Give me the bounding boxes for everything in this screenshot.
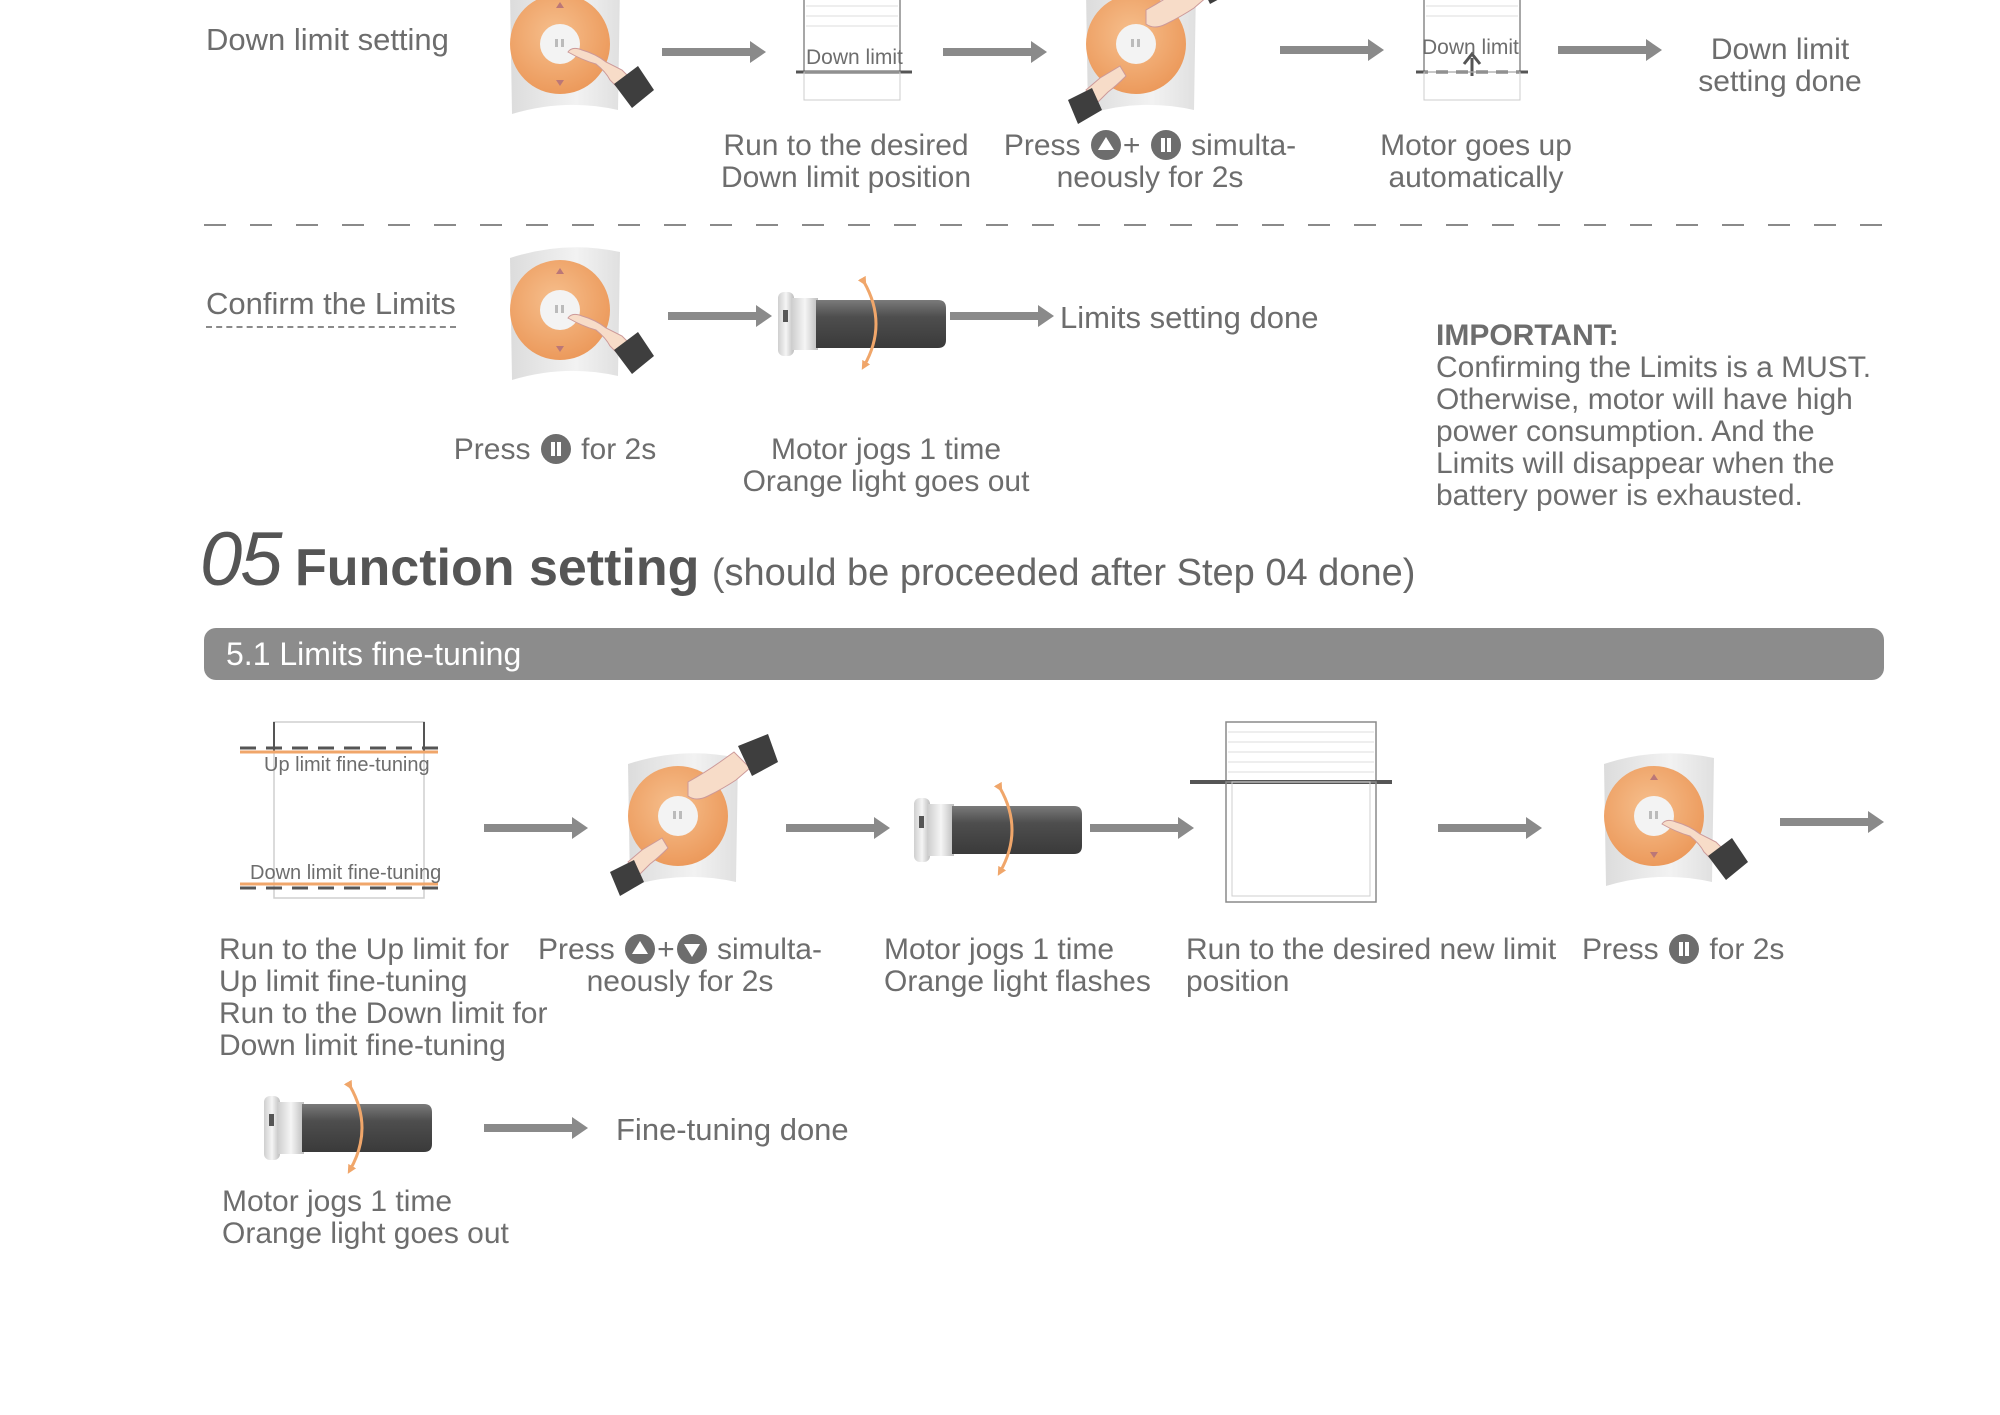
up-limit-fine-label: Up limit fine-tuning <box>264 754 430 776</box>
arrow-icon <box>484 1117 588 1139</box>
blind-window-label: Down limit <box>1422 36 1519 59</box>
arrow-icon <box>786 817 890 839</box>
arrow-icon <box>950 305 1054 327</box>
important-note: IMPORTANT: Confirming the Limits is a MU… <box>1436 319 1872 512</box>
blind-window-up-image <box>1416 0 1532 101</box>
up-key-icon <box>1090 130 1121 160</box>
arrow-icon <box>1280 39 1384 61</box>
remote-center-press-image <box>509 246 655 381</box>
dashed-divider <box>204 224 1884 226</box>
caption-press-up-down: Press + simulta- neously for 2s <box>538 933 822 998</box>
caption-press-pause-2: Press for 2s <box>1582 933 1785 966</box>
arrow-icon <box>662 41 766 63</box>
arrow-icon <box>1438 817 1542 839</box>
remote-center-press-image <box>509 0 655 115</box>
blind-window-image <box>796 0 912 101</box>
section-subtitle: (should be proceeded after Step 04 done) <box>711 552 1416 594</box>
blind-new-limit-image <box>1190 721 1392 903</box>
blind-window-label: Down limit <box>806 46 903 69</box>
remote-center-press-image <box>1603 752 1749 887</box>
pause-key-icon <box>1150 130 1181 160</box>
section-05-heading: 05 Function setting (should be proceeded… <box>200 516 1415 603</box>
down-limit-fine-label: Down limit fine-tuning <box>250 862 442 884</box>
confirm-limits-label: Confirm the Limits <box>206 288 456 328</box>
pause-key-icon <box>1669 934 1700 964</box>
section-title: Function setting <box>295 539 700 597</box>
section-number: 05 <box>200 517 283 602</box>
arrow-icon <box>484 817 588 839</box>
arrow-icon <box>668 305 772 327</box>
motor-image <box>778 278 958 370</box>
subsection-title: 5.1 Limits fine-tuning <box>226 636 522 672</box>
arrow-icon <box>1090 817 1194 839</box>
arrow-icon <box>1780 811 1884 833</box>
fine-tuning-blind-image <box>240 721 438 899</box>
subsection-bar: 5.1 Limits fine-tuning <box>204 628 1884 680</box>
fine-tuning-done-text: Fine-tuning done <box>616 1112 849 1147</box>
pause-key-icon <box>540 434 571 464</box>
motor-image <box>264 1082 444 1174</box>
remote-top-press-image <box>1067 0 1237 125</box>
arrow-icon <box>943 41 1047 63</box>
caption-press-combo: Press + simulta- neously for 2s <box>1003 129 1297 194</box>
remote-both-press-image <box>609 733 779 897</box>
caption-run-fine-tuning: Run to the Up limit for Up limit fine-tu… <box>219 933 548 1062</box>
up-key-icon <box>625 934 656 964</box>
motor-image <box>914 784 1094 876</box>
limits-setting-done-text: Limits setting done <box>1060 300 1319 335</box>
down-key-icon <box>676 934 707 964</box>
caption-press-pause: Press for 2s <box>453 433 657 466</box>
down-limit-setting-label: Down limit setting <box>206 22 449 57</box>
arrow-icon <box>1558 39 1662 61</box>
